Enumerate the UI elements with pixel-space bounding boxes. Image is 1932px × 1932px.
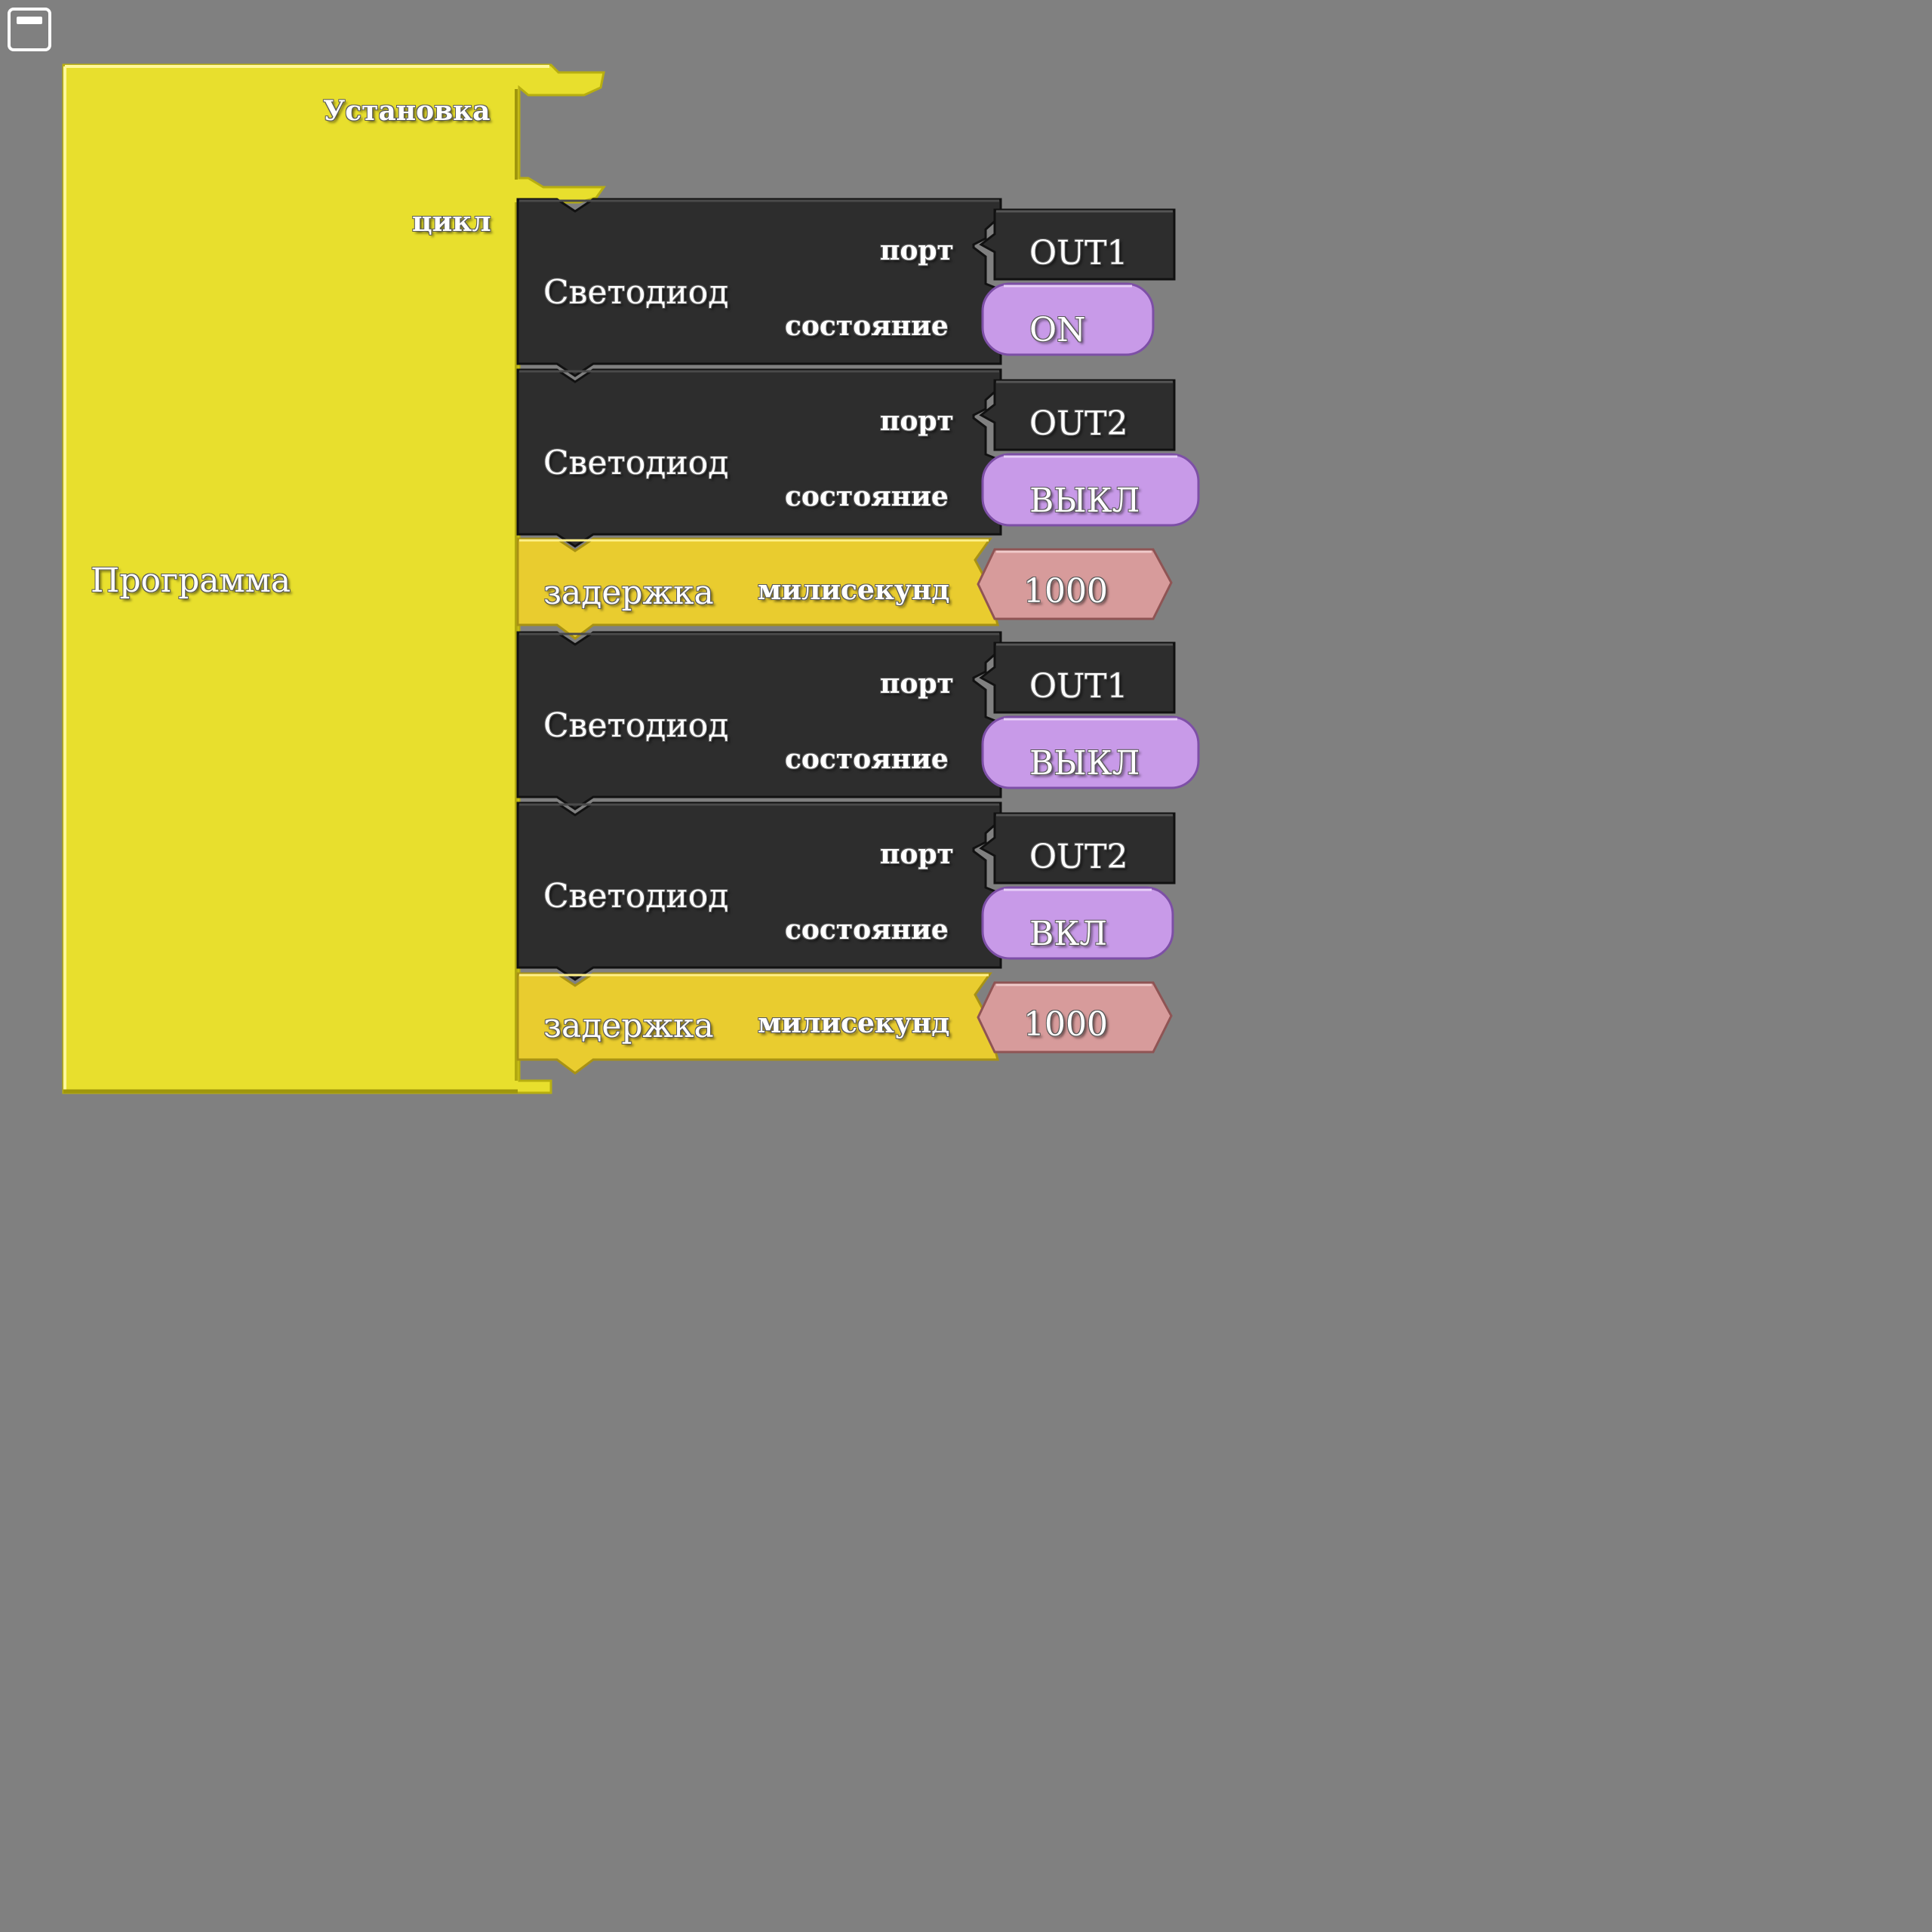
port-value[interactable]: OUT2 [1029, 405, 1128, 443]
loop-label: цикл [412, 206, 491, 238]
state-label: состояние [785, 310, 949, 342]
state-value-block[interactable] [981, 282, 1155, 356]
delay-block-title: задержка [543, 574, 714, 612]
state-label: состояние [785, 481, 949, 512]
delay-block-title: задержка [543, 1007, 714, 1045]
delay-unit-label: милисекунд [758, 1008, 950, 1039]
state-value[interactable]: ВЫКЛ [1029, 481, 1140, 520]
program-title: Программа [91, 561, 291, 600]
led-block-title: Светодиод [543, 273, 729, 312]
state-value-block[interactable] [981, 886, 1174, 960]
port-value-block[interactable] [979, 812, 1176, 884]
number-value-block[interactable] [977, 981, 1173, 1054]
led-block-title: Светодиод [543, 877, 729, 915]
delay-block[interactable] [516, 537, 999, 640]
port-label: порт [880, 405, 954, 437]
led-block[interactable] [516, 631, 1002, 811]
led-block-title: Светодиод [543, 444, 729, 482]
led-block[interactable] [516, 198, 1002, 377]
state-label: состояние [785, 743, 949, 775]
led-block[interactable] [516, 368, 1002, 548]
number-value-block[interactable] [977, 548, 1173, 620]
port-value-block[interactable] [979, 641, 1176, 714]
port-label: порт [880, 838, 954, 870]
port-value-block[interactable] [979, 379, 1176, 451]
port-value[interactable]: OUT1 [1029, 234, 1128, 272]
window-icon-bar [17, 17, 42, 24]
setup-label: Установка [323, 95, 491, 127]
led-block[interactable] [516, 801, 1002, 981]
port-value-block[interactable] [979, 208, 1176, 281]
port-label: порт [880, 668, 954, 700]
window-icon[interactable] [8, 8, 51, 51]
port-label: порт [880, 235, 954, 266]
program-block[interactable] [62, 63, 606, 1094]
delay-unit-label: милисекунд [758, 574, 950, 606]
delay-value[interactable]: 1000 [1023, 572, 1108, 611]
state-value[interactable]: ВКЛ [1029, 915, 1108, 953]
port-value[interactable]: OUT2 [1029, 838, 1128, 876]
state-label: состояние [785, 914, 949, 946]
state-value[interactable]: ON [1029, 311, 1086, 349]
state-value-block[interactable] [981, 453, 1200, 527]
led-block-title: Светодиод [543, 706, 729, 745]
port-value[interactable]: OUT1 [1029, 667, 1128, 706]
state-value-block[interactable] [981, 715, 1200, 789]
delay-value[interactable]: 1000 [1023, 1005, 1108, 1044]
state-value[interactable]: ВЫКЛ [1029, 744, 1140, 783]
